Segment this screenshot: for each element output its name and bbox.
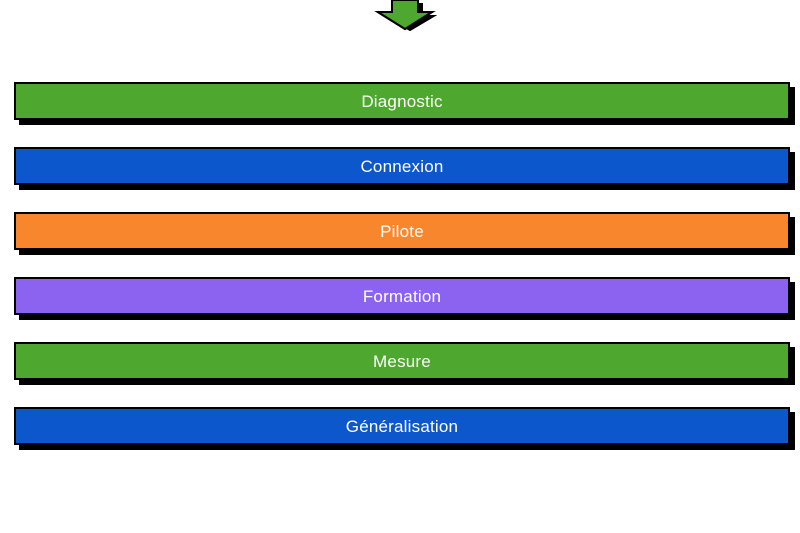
step-bar-pilote: Pilote	[14, 212, 790, 250]
step-label-connexion: Connexion	[360, 156, 444, 176]
step-label-mesure: Mesure	[373, 351, 431, 371]
step-bar-formation: Formation	[14, 277, 790, 315]
step-label-pilote: Pilote	[380, 221, 424, 241]
step-label-formation: Formation	[362, 286, 442, 306]
step-bar-connexion: Connexion	[14, 147, 790, 185]
down-arrow-icon	[374, 0, 437, 31]
step-bar-generalisation: Généralisation	[14, 407, 790, 445]
arrow-body	[374, 0, 436, 31]
step-bar-mesure: Mesure	[14, 342, 790, 380]
step-bar-diagnostic: Diagnostic	[14, 82, 790, 120]
step-label-diagnostic: Diagnostic	[361, 91, 443, 111]
step-label-generalisation: Généralisation	[345, 416, 459, 436]
